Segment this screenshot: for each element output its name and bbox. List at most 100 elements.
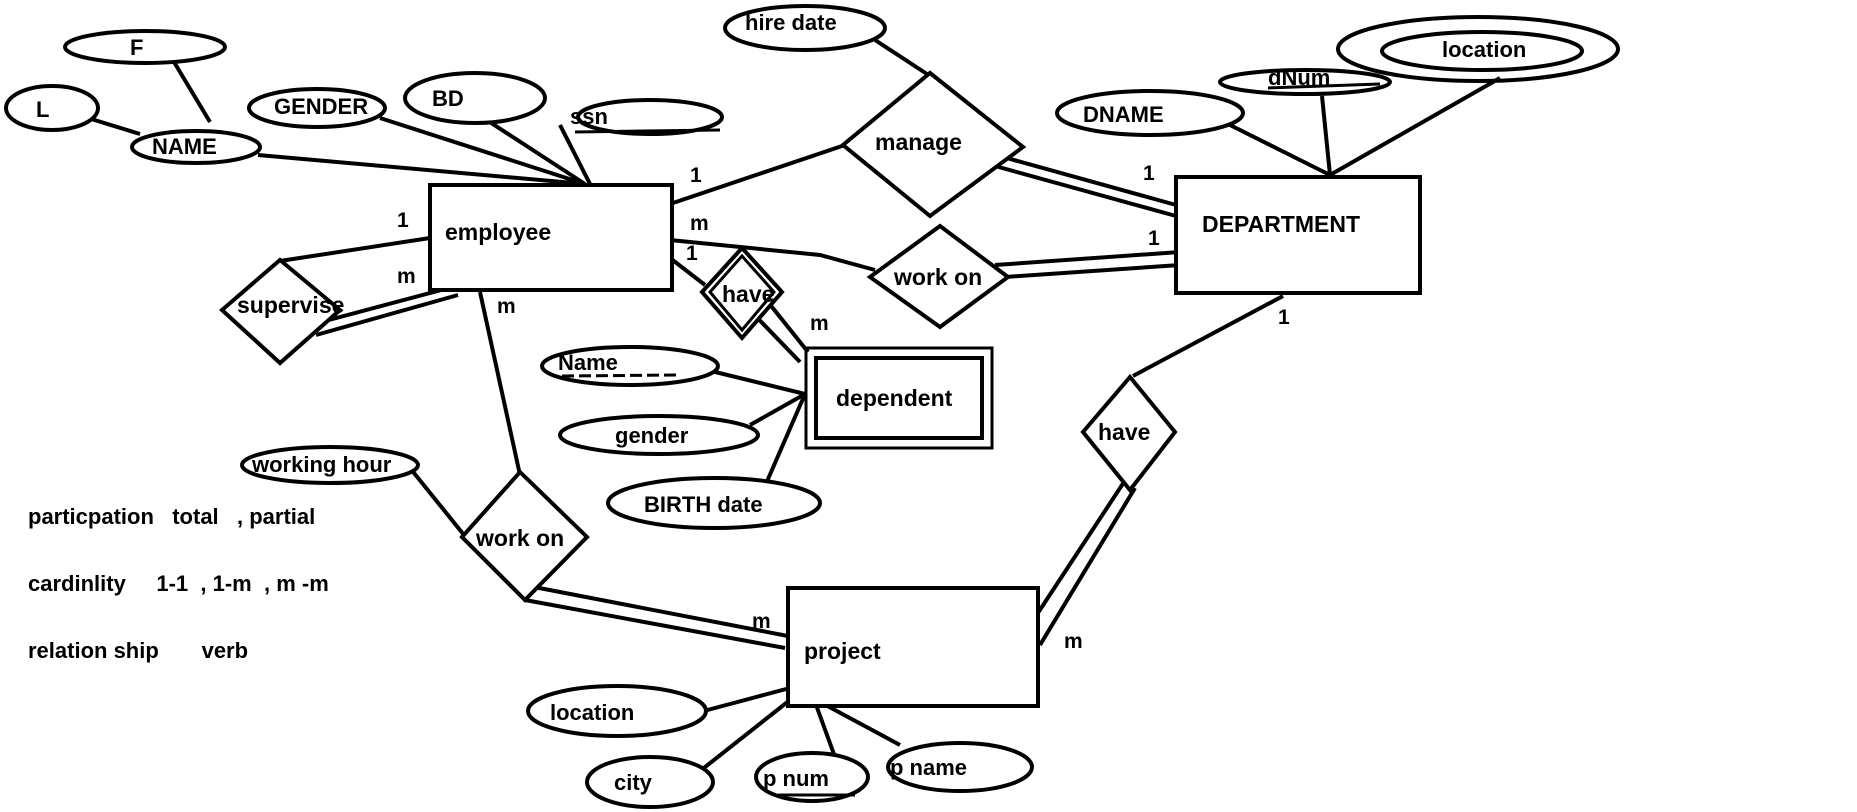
line-pname-project	[819, 700, 901, 747]
relationship-manage-label: manage	[875, 129, 962, 155]
line-employee-have	[668, 256, 707, 287]
attribute-hire-date-label: hire date	[745, 10, 837, 35]
attribute-working-hour-label: working hour	[251, 452, 392, 477]
connector-lines	[87, 38, 1501, 777]
note-relationship: relation ship verb	[28, 638, 248, 663]
line-supervise-employee-1	[279, 236, 431, 263]
attribute-dname-label: DNAME	[1083, 102, 1164, 127]
attribute-working-hour: working hour	[240, 445, 420, 485]
cardinality-emp-work-proj: m	[497, 295, 516, 318]
cardinality-labels: 1 1 m 1 1 m 1 m m m 1 m	[397, 162, 1290, 653]
attribute-dname: DNAME	[1055, 89, 1245, 137]
line-dname-dept	[1219, 118, 1331, 177]
line-hiredate-manage	[873, 38, 932, 78]
entity-employee-label: employee	[445, 219, 551, 245]
entity-dependent-weak: dependent	[804, 346, 994, 450]
relationship-have-dependent: have	[699, 245, 785, 342]
line-workon-dept-b	[1004, 263, 1181, 279]
attribute-name: NAME	[130, 129, 262, 165]
entity-department: DEPARTMENT	[1174, 175, 1422, 295]
cardinality-supervise-top: 1	[397, 209, 409, 232]
line-projlocation-project	[699, 686, 791, 714]
line-employee-workonproj	[478, 291, 522, 476]
line-haveproj-project-b	[1038, 486, 1137, 647]
attribute-l-label: L	[36, 97, 49, 122]
line-depgender-dependent	[749, 392, 806, 427]
relationship-manage: manage	[839, 70, 1027, 219]
attribute-name-label: NAME	[152, 134, 217, 159]
entity-project-label: project	[804, 638, 881, 664]
line-pnum-project	[813, 701, 837, 758]
attribute-f-label: F	[130, 35, 143, 60]
cardinality-emp-have: 1	[686, 242, 698, 265]
relationship-work-on-dept: work on	[866, 223, 1012, 330]
cardinality-emp-manage: 1	[690, 164, 702, 187]
attribute-dep-gender-label: gender	[615, 423, 689, 448]
line-dept-haveproj	[1132, 294, 1284, 378]
attribute-f: F	[63, 29, 227, 65]
line-workonproj-project-b	[524, 598, 786, 650]
attribute-gender: GENDER	[247, 87, 387, 129]
line-workinghour-workonproj	[408, 466, 470, 542]
note-participation: particpation total , partial	[28, 504, 315, 529]
line-workonproj-project-a	[533, 585, 794, 639]
line-depname-dependent	[706, 368, 806, 396]
attribute-pnum-label: p num	[763, 766, 829, 791]
line-ssn-employee	[558, 124, 592, 185]
line-manage-dept-b	[994, 164, 1177, 218]
cardinality-proj-have: m	[1064, 630, 1083, 653]
entity-project: project	[786, 586, 1040, 708]
attribute-dnum-key: dNum	[1218, 65, 1392, 96]
attribute-ssn-label: ssn	[570, 104, 608, 129]
attribute-bd-label: BD	[432, 86, 464, 111]
relationship-have-dependent-label: have	[722, 281, 774, 307]
line-employee-workon	[669, 238, 876, 272]
relationship-have-project-label: have	[1098, 419, 1150, 445]
relationship-have-project: have	[1080, 373, 1178, 494]
line-supervise-employee-m-b	[315, 293, 459, 337]
note-cardinality: cardinlity 1-1 , 1-m , m -m	[28, 571, 329, 596]
cardinality-dependent-have: m	[810, 312, 829, 335]
relationship-work-on-dept-label: work on	[893, 264, 982, 290]
line-bd-employee	[480, 115, 587, 186]
attribute-ssn-key: ssn	[570, 98, 724, 136]
cardinality-dept-have: 1	[1278, 306, 1290, 329]
line-name-employee	[257, 153, 586, 186]
line-dnum-dept	[1320, 95, 1332, 176]
attribute-bd: BD	[403, 71, 547, 125]
line-employee-manage	[669, 143, 846, 206]
line-l-name	[87, 116, 141, 136]
attribute-city: city	[585, 755, 715, 809]
line-location-dept	[1329, 76, 1501, 177]
line-workon-dept-a	[994, 250, 1181, 267]
relationship-work-on-project: work on	[459, 469, 590, 603]
line-birthdate-dependent	[763, 393, 807, 487]
attribute-dept-location-label: location	[1442, 37, 1526, 62]
relationship-work-on-project-label: work on	[475, 525, 564, 551]
cardinality-dept-manage: 1	[1143, 162, 1155, 185]
attribute-city-label: city	[614, 770, 653, 795]
cardinality-proj-work-on: m	[752, 610, 771, 633]
cardinality-emp-work-on: m	[690, 212, 709, 235]
attribute-dependent-name-partial-key: Name	[540, 345, 720, 387]
attribute-dep-name-label: Name	[558, 350, 618, 375]
line-haveproj-project-a	[1028, 480, 1126, 627]
cardinality-dept-work-on: 1	[1148, 227, 1160, 250]
relationship-supervise: supervise	[218, 257, 344, 366]
line-manage-dept-a	[1002, 155, 1177, 207]
attribute-hire-date: hire date	[723, 4, 887, 52]
attribute-birth-date: BIRTH date	[606, 476, 822, 530]
line-gender-employee	[379, 116, 586, 186]
attribute-l: L	[4, 84, 100, 132]
cardinality-supervise-bottom: m	[397, 265, 416, 288]
entity-department-label: DEPARTMENT	[1202, 211, 1360, 237]
entity-dependent-label: dependent	[836, 385, 953, 411]
notes: particpation total , partial cardinlity …	[28, 504, 329, 663]
attribute-pname: p name	[886, 741, 1034, 793]
attribute-location-multivalued: location	[1336, 15, 1620, 83]
attribute-pname-label: p name	[890, 755, 967, 780]
attribute-birth-date-label: BIRTH date	[644, 492, 763, 517]
entity-employee: employee	[428, 183, 674, 292]
relationship-supervise-label: supervise	[237, 292, 344, 318]
